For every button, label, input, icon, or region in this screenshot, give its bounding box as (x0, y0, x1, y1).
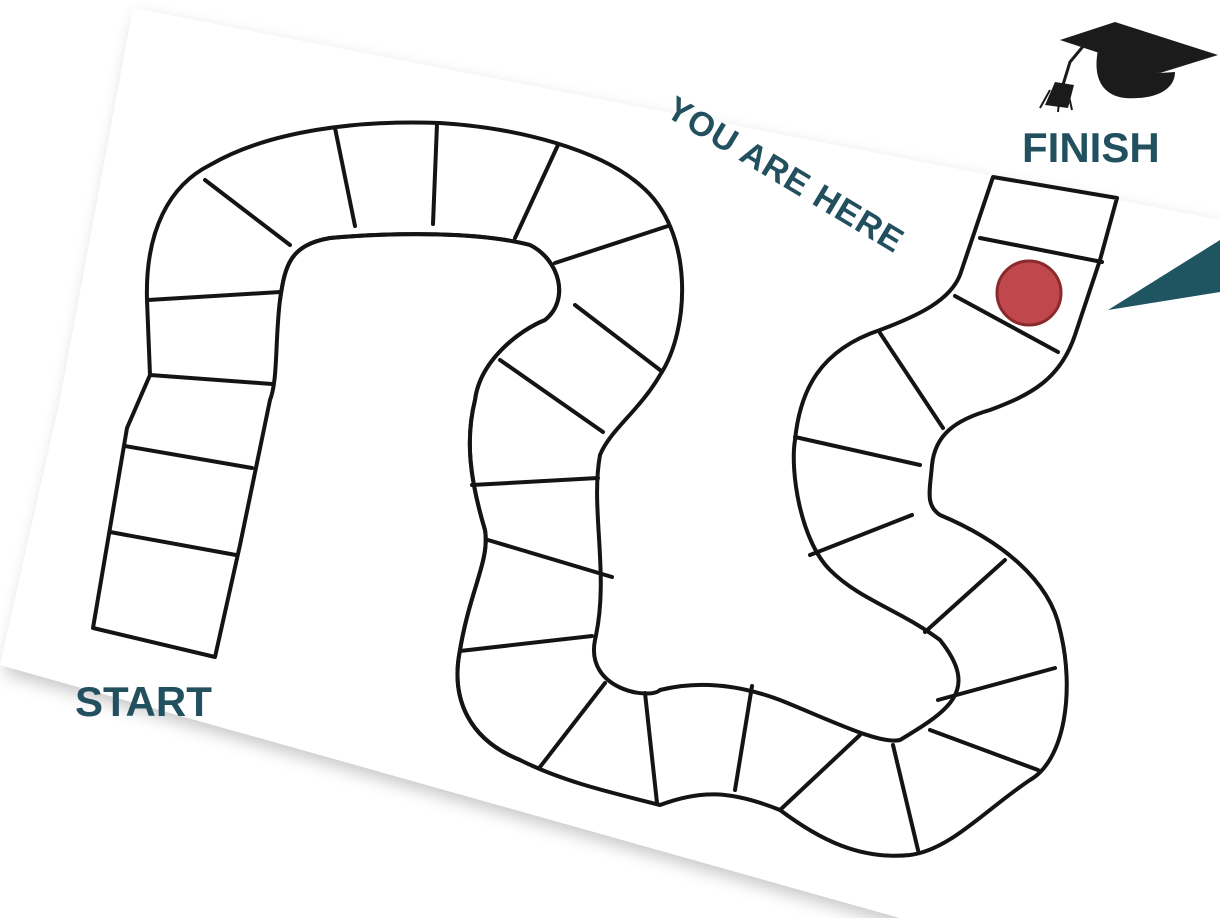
start-label: START (75, 678, 212, 725)
player-token-icon[interactable] (997, 261, 1061, 325)
finish-label: FINISH (1022, 124, 1160, 171)
graduation-cap-icon (1040, 22, 1218, 112)
